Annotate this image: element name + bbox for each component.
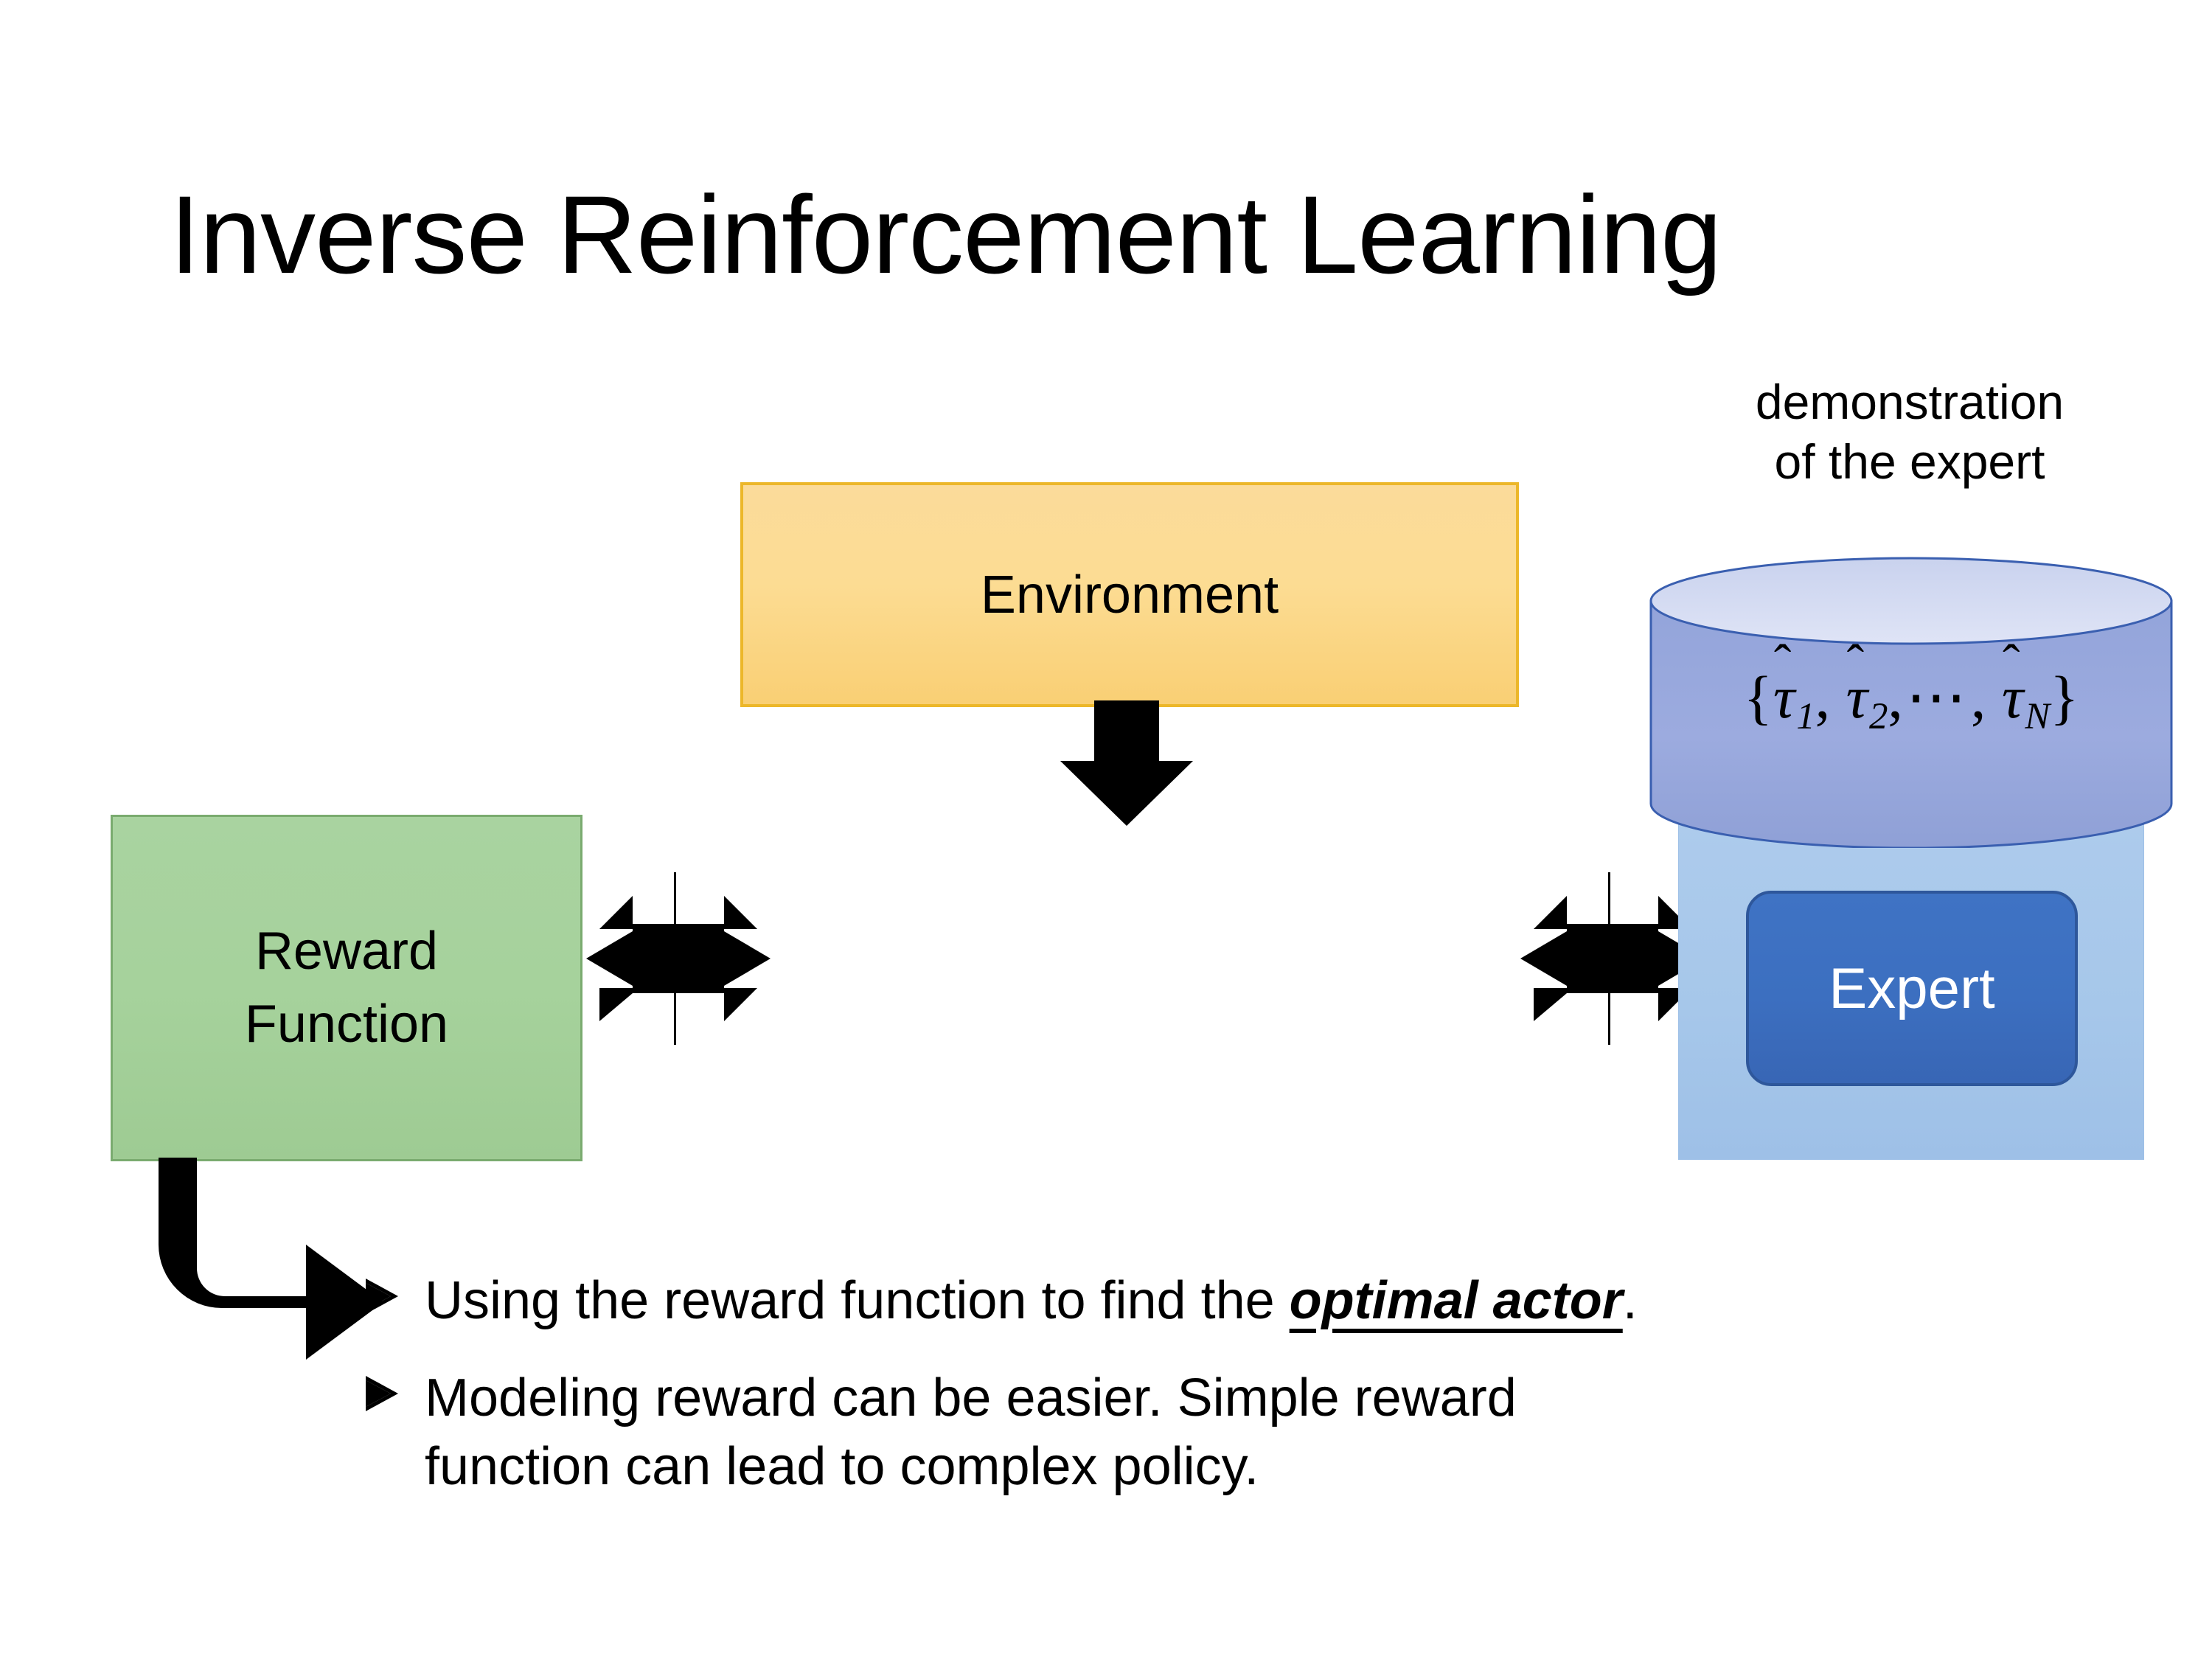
database-cylinder-icon bbox=[1649, 557, 2173, 848]
demonstration-caption-line2: of the expert bbox=[1774, 434, 2045, 489]
bullet-list: Using the reward function to find the op… bbox=[361, 1267, 2131, 1530]
bullet-text-1: Using the reward function to find the op… bbox=[425, 1267, 1638, 1336]
bullet-1-emphasis: optimal actor bbox=[1289, 1271, 1623, 1330]
demonstration-caption: demonstration of the expert bbox=[1652, 372, 2168, 491]
page-title: Inverse Reinforcement Learning bbox=[170, 173, 1722, 296]
environment-box: Environment bbox=[740, 482, 1519, 707]
down-arrow-icon bbox=[1060, 700, 1193, 826]
bullet-1-suffix: . bbox=[1622, 1271, 1638, 1330]
bullet-2-line2: function can lead to complex policy. bbox=[425, 1437, 1259, 1497]
expert-label: Expert bbox=[1829, 956, 1995, 1020]
four-way-arrow-icon-left bbox=[586, 872, 771, 1045]
bullet-1-prefix: Using the reward function to find the bbox=[425, 1271, 1290, 1330]
reward-function-box: Reward Function bbox=[111, 815, 582, 1161]
list-item: Modeling reward can be easier. Simple re… bbox=[361, 1364, 2131, 1502]
four-way-arrow-icon-right bbox=[1520, 872, 1705, 1045]
reward-function-label-line1: Reward bbox=[254, 921, 439, 981]
expert-box: Expert bbox=[1746, 891, 2078, 1086]
reward-function-label-line2: Function bbox=[244, 995, 449, 1054]
bullet-text-2: Modeling reward can be easier. Simple re… bbox=[425, 1364, 1517, 1502]
elbow-arrow-icon bbox=[159, 1158, 383, 1360]
demonstration-caption-line1: demonstration bbox=[1755, 375, 2065, 429]
list-item: Using the reward function to find the op… bbox=[361, 1267, 2131, 1336]
bullet-2-line1: Modeling reward can be easier. Simple re… bbox=[425, 1368, 1517, 1427]
bullet-arrow-icon bbox=[361, 1364, 425, 1418]
environment-label: Environment bbox=[980, 565, 1279, 625]
bullet-arrow-icon bbox=[361, 1267, 425, 1321]
